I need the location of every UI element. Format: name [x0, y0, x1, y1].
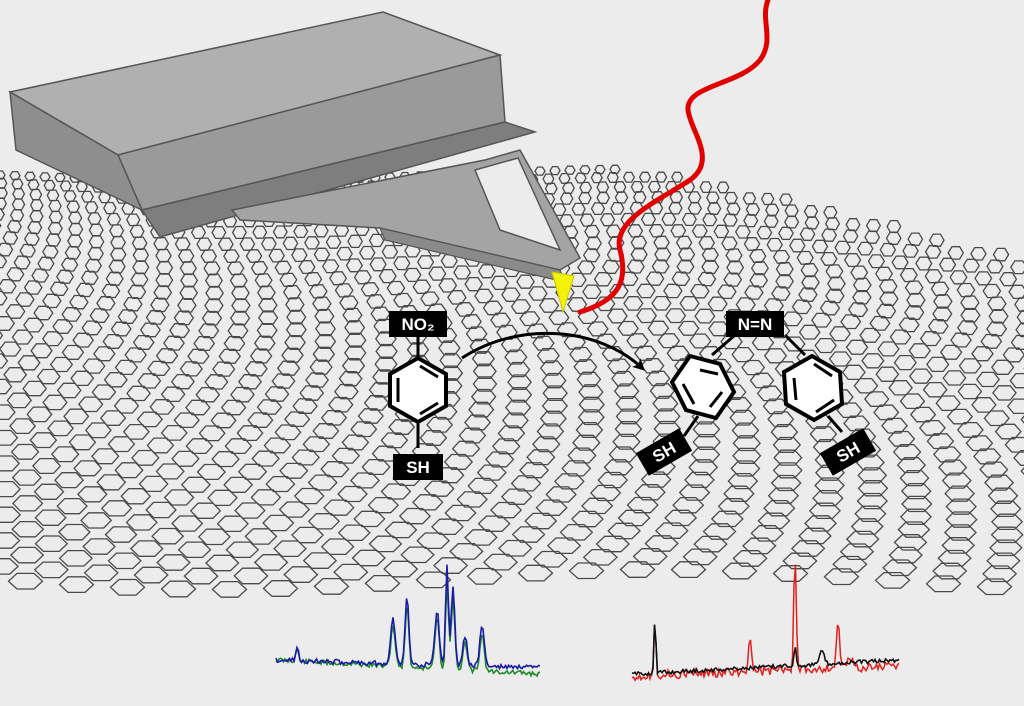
azo-group-tag — [726, 311, 784, 337]
thiol-group-tag-left — [635, 428, 693, 476]
laser-beam — [577, 0, 771, 315]
thiol-group-label: SH — [406, 458, 430, 477]
thiol-group-tag — [393, 454, 443, 480]
benzene-ring-left — [669, 353, 737, 421]
nitro-group-tag — [389, 311, 447, 337]
thiol-group-tag-right — [819, 428, 877, 476]
afm-tip — [551, 271, 575, 314]
spectrum-product-trace-black — [631, 624, 900, 677]
afm-cantilever — [7, 11, 582, 283]
reaction-arrow — [461, 331, 645, 371]
reactant-molecule: NO₂ SH — [388, 311, 448, 480]
benzene-ring-right — [781, 353, 845, 423]
azo-group-label: N=N — [738, 315, 772, 334]
nitro-group-label: NO₂ — [401, 315, 434, 334]
spectrum-reactant — [275, 564, 541, 678]
spectrum-reactant-trace-blue — [275, 564, 541, 671]
spectrum-product — [631, 564, 900, 682]
product-molecule: N=N SH SH — [635, 311, 877, 476]
spectrum-product-trace-red — [631, 564, 900, 682]
